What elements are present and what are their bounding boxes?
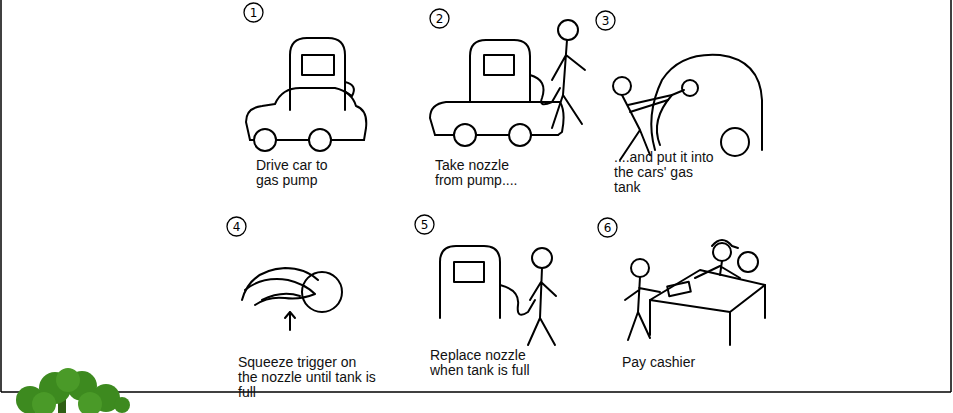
frame: [1, 0, 951, 392]
step-caption: Pay cashier: [622, 355, 722, 370]
step-caption: ....and put it into the cars' gas tank: [614, 150, 714, 195]
step-number: 4: [226, 216, 247, 237]
step-caption: Replace nozzle when tank is full: [430, 348, 540, 378]
step-number: 6: [597, 217, 618, 238]
step-number-circle: 6: [597, 217, 618, 238]
step-number-circle: 4: [226, 216, 247, 237]
step-caption: Drive car to gas pump: [256, 158, 351, 188]
tree-logo: [16, 368, 130, 413]
sketches: [242, 20, 765, 345]
step-caption: Squeeze trigger on the nozzle until tank…: [238, 355, 378, 400]
step-number-circle: 2: [429, 8, 450, 29]
step-number-circle: 5: [414, 214, 435, 235]
step-number-circle: 1: [243, 2, 264, 23]
step-caption: Take nozzle from pump....: [435, 158, 535, 188]
step-number: 2: [429, 8, 450, 29]
step-number: 1: [243, 2, 264, 23]
step-number-circle: 3: [595, 10, 616, 31]
step-number: 3: [595, 10, 616, 31]
step-number: 5: [414, 214, 435, 235]
